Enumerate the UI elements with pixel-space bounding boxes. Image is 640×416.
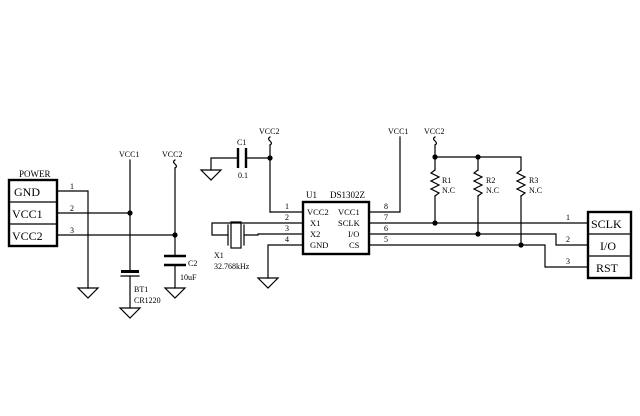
c1-value: 0.1 (238, 171, 248, 180)
power-pin-vcc2-label: VCC2 (12, 229, 43, 243)
wire-ic-gnd (267, 244, 304, 279)
wire-io (368, 233, 589, 246)
ic-pin1-name: VCC2 (307, 207, 329, 217)
power-pin-vcc1-label: VCC1 (12, 207, 43, 221)
battery-bt1: BT1 CR1220 (118, 270, 161, 319)
io-pin-3-num: 3 (566, 257, 570, 266)
power-pin-2-num: 2 (70, 204, 74, 213)
wire-pullup-rail (434, 156, 522, 171)
net-label-vcc1-left: VCC1 (119, 150, 139, 159)
io-pin-sclk-label: SCLK (591, 217, 622, 231)
ic-pin4-name: GND (310, 240, 328, 250)
r3-value: N.C (529, 186, 542, 195)
net-label-vcc1-ic: VCC1 (388, 127, 408, 136)
ic-pin3-num: 3 (285, 224, 289, 233)
ic-pin4-num: 4 (285, 235, 289, 244)
io-pin-2-num: 2 (566, 235, 570, 244)
power-connector-title: POWER (19, 169, 51, 179)
wire-ic-vcc1 (368, 136, 401, 213)
battery-value: CR1220 (134, 296, 161, 305)
io-connector-body (586, 210, 633, 280)
power-pin-gnd-label: GND (14, 185, 40, 199)
r2-ref: R2 (486, 176, 495, 185)
ic-u1: U1 DS1302Z 1 2 3 4 VCC2 X1 X2 GND VCC1 S… (285, 190, 388, 256)
ic-pin6-num: 6 (384, 224, 388, 233)
ic-pin7-name: SCLK (338, 218, 361, 228)
ic-pin7-num: 7 (384, 213, 388, 222)
ground-symbol-c1 (199, 169, 223, 181)
power-pin-1-num: 1 (70, 182, 74, 191)
ground-symbol-power (76, 287, 100, 299)
battery-ref: BT1 (134, 285, 148, 294)
wire-gnd-power (56, 190, 89, 289)
net-label-vcc2-pullup: VCC2 (424, 127, 444, 136)
crystal-ref: X1 (214, 251, 224, 260)
capacitor-c1: C1 0.1 (199, 138, 271, 181)
ic-pin2-num: 2 (285, 213, 289, 222)
wire-rst (368, 244, 589, 268)
ic-pin8-name: VCC1 (338, 207, 360, 217)
resistor-r3: R3 N.C (515, 169, 542, 246)
ic-ref: U1 (306, 190, 317, 200)
capacitor-c2: C2 10uF (163, 254, 197, 299)
ic-pin5-name: CS (349, 240, 360, 250)
net-label-vcc2-ic: VCC2 (259, 127, 279, 136)
ground-symbol-c2 (163, 287, 187, 299)
resistor-r2: R2 N.C (472, 169, 499, 235)
ic-pin8-num: 8 (384, 202, 388, 211)
c2-value: 10uF (180, 273, 197, 282)
r2-value: N.C (486, 186, 499, 195)
power-connector: POWER GND VCC1 VCC2 1 2 3 (7, 169, 74, 248)
r3-ref: R3 (529, 176, 538, 185)
crystal-value: 32.768kHz (214, 262, 250, 271)
ic-pin6-name: I/O (348, 229, 359, 239)
c2-ref: C2 (188, 259, 197, 268)
ground-symbol-ic (256, 277, 280, 289)
io-pin-io-label: I/O (600, 239, 616, 253)
ic-pin5-num: 5 (384, 235, 388, 244)
ic-pin3-name: X2 (310, 229, 320, 239)
ic-pin2-name: X1 (310, 218, 320, 228)
crystal-x1: X1 32.768kHz (211, 221, 304, 271)
io-pin-rst-label: RST (596, 261, 619, 275)
r1-value: N.C (442, 186, 455, 195)
resistor-r1: R1 N.C (429, 169, 455, 224)
r1-ref: R1 (442, 176, 451, 185)
io-pin-1-num: 1 (566, 213, 570, 222)
ic-body (301, 200, 371, 256)
ic-pin1-num: 1 (285, 202, 289, 211)
io-connector: 1 2 3 SCLK I/O RST (566, 210, 633, 280)
ground-symbol-battery (118, 307, 142, 319)
ic-part: DS1302Z (330, 190, 365, 200)
c1-ref: C1 (237, 138, 246, 147)
net-label-vcc2-left: VCC2 (162, 150, 182, 159)
power-pin-3-num: 3 (70, 226, 74, 235)
